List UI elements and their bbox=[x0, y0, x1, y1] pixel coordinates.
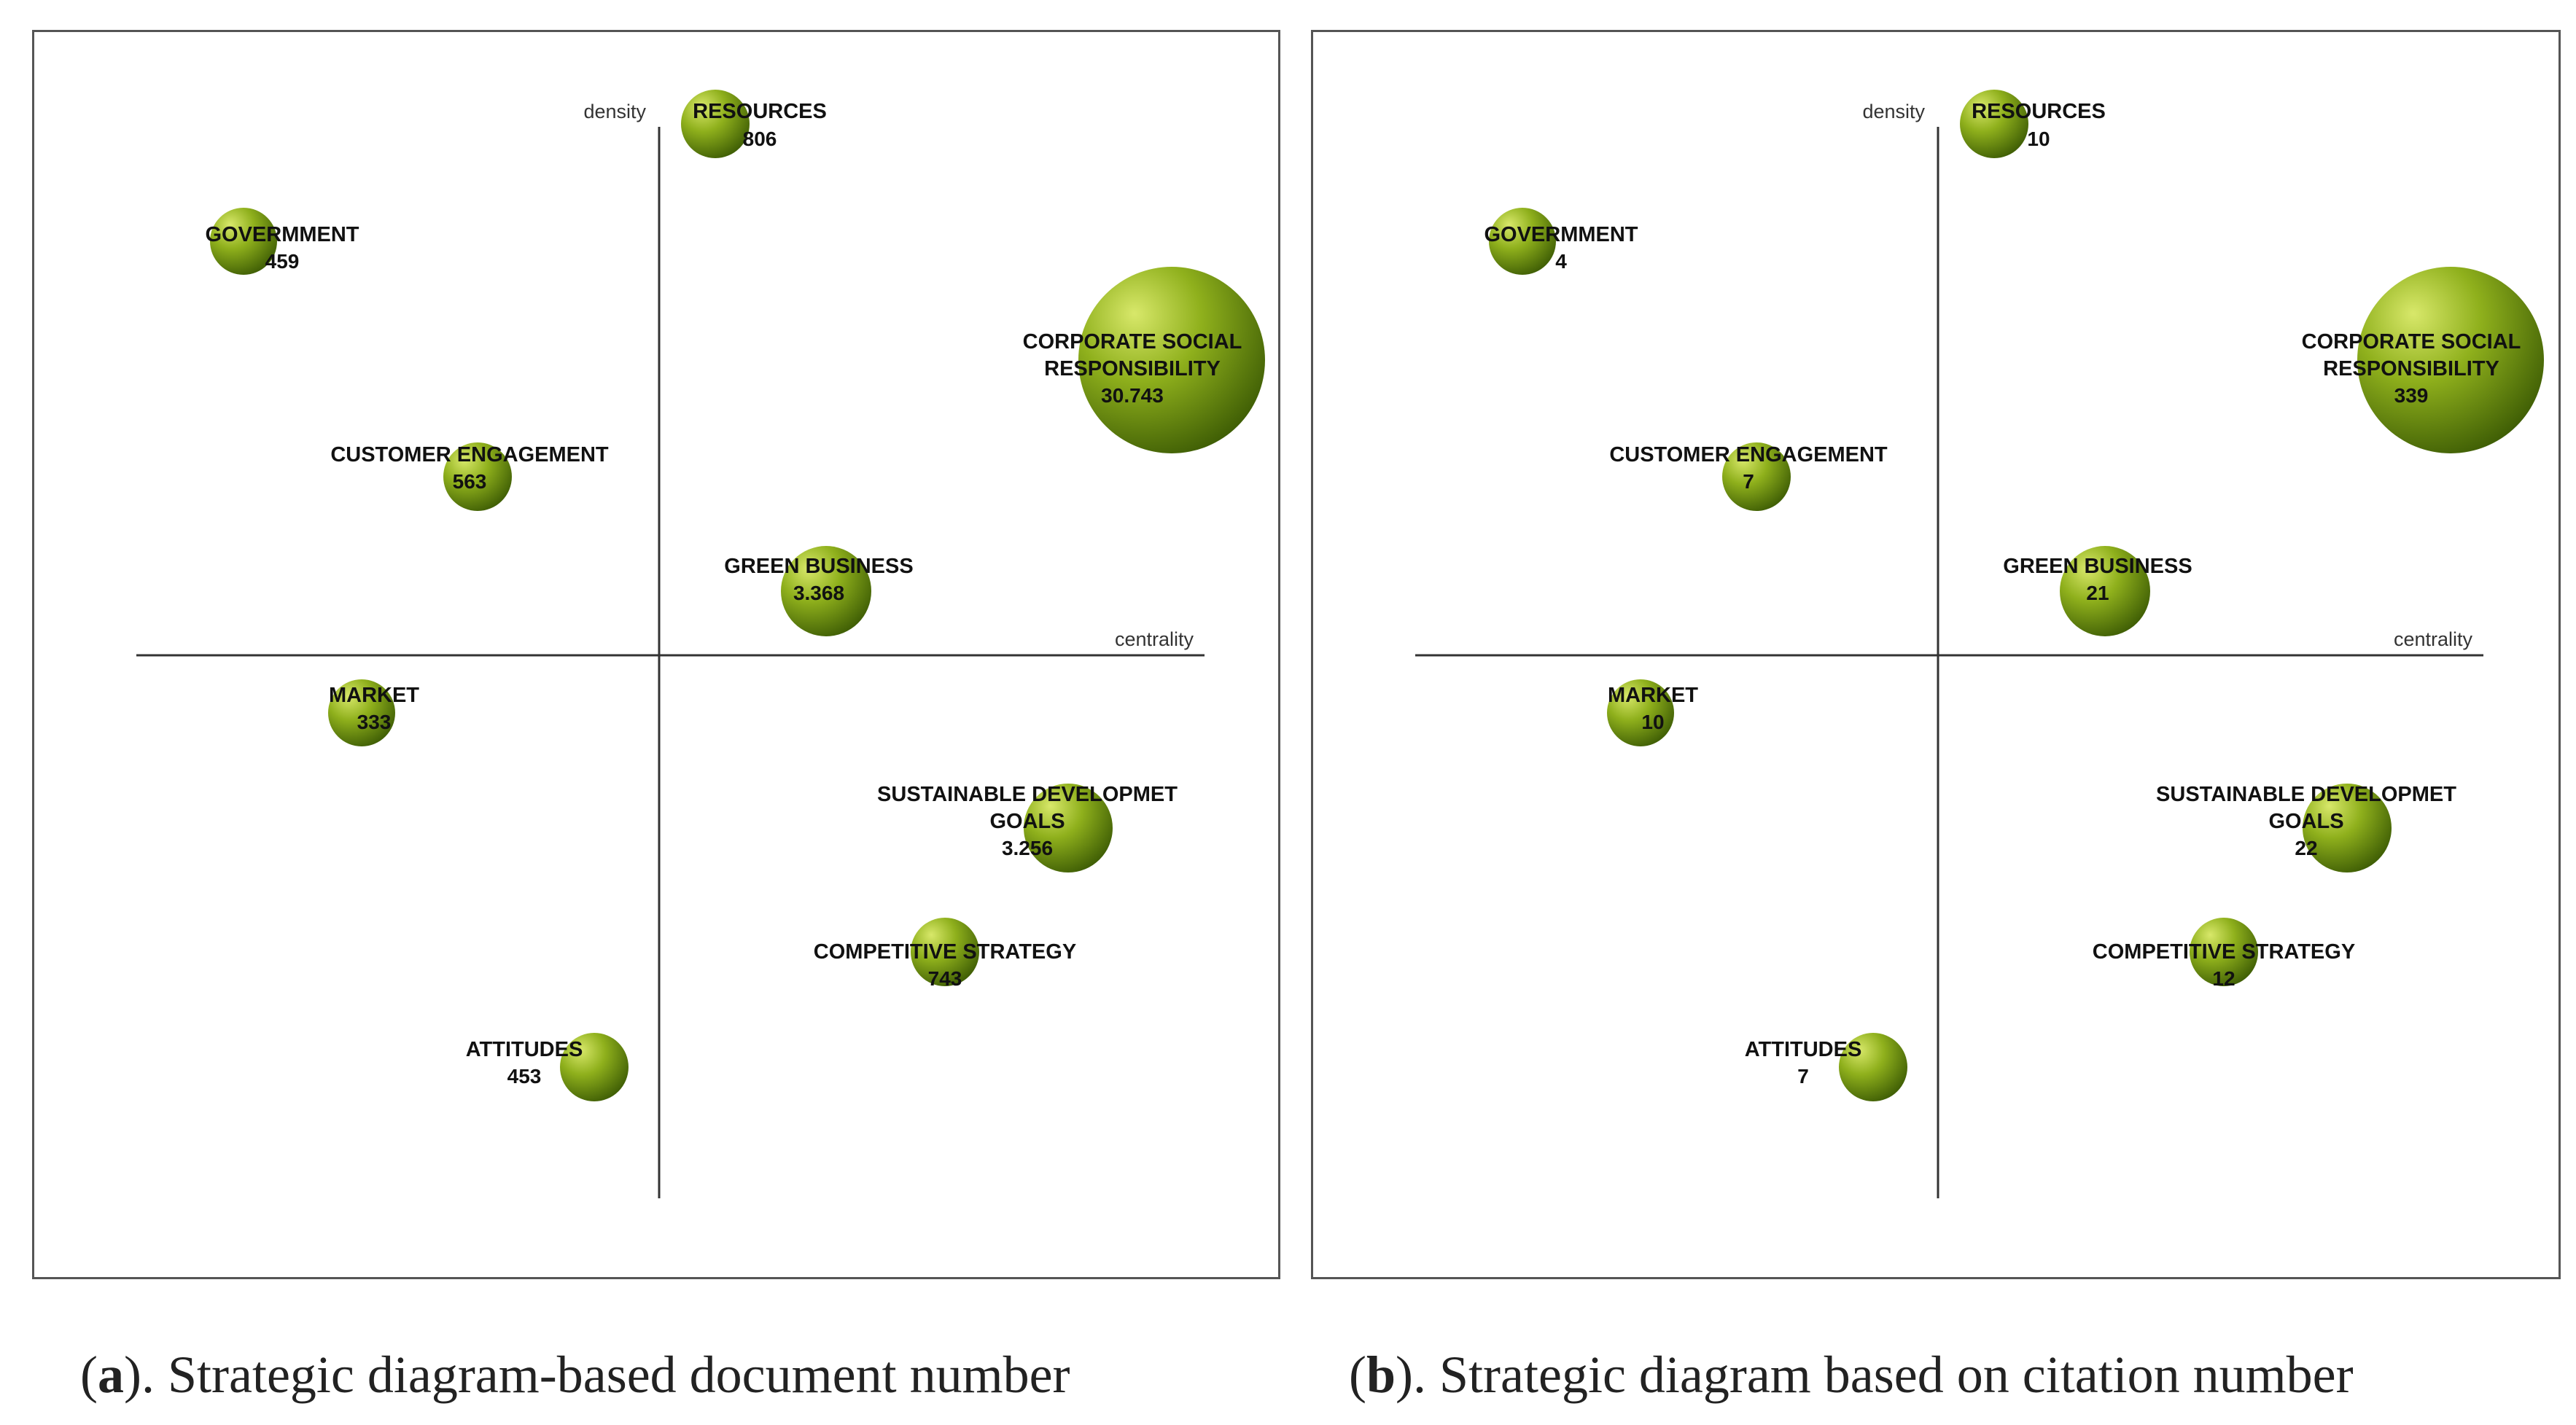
caption-a-text: ). Strategic diagram-based document numb… bbox=[123, 1346, 1070, 1404]
theme-bubble-government bbox=[210, 208, 277, 275]
theme-label-customer-engagement: CUSTOMER ENGAGEMENT bbox=[330, 443, 609, 466]
y-axis-label: density bbox=[583, 101, 646, 122]
theme-csr: CORPORATE SOCIAL RESPONSIBILITY 339 bbox=[2302, 267, 2544, 453]
caption-a-letter: a bbox=[97, 1346, 124, 1404]
theme-value-customer-engagement: 563 bbox=[453, 470, 487, 493]
theme-value-green-business: 3.368 bbox=[793, 582, 844, 604]
theme-label-customer-engagement: CUSTOMER ENGAGEMENT bbox=[1609, 443, 1888, 466]
theme-bubble-resources bbox=[1960, 90, 2028, 158]
theme-value-resources: 10 bbox=[2027, 128, 2050, 150]
y-axis-label: density bbox=[1862, 101, 1925, 122]
theme-bubble-competitive-strategy bbox=[911, 918, 979, 986]
theme-label-sdg: GOALS bbox=[989, 810, 1065, 833]
theme-government: GOVERMMENT 459 bbox=[205, 208, 359, 275]
theme-value-csr: 339 bbox=[2394, 384, 2429, 407]
theme-value-csr: 30.743 bbox=[1101, 384, 1164, 407]
theme-value-customer-engagement: 7 bbox=[1743, 470, 1754, 493]
theme-bubble-competitive-strategy bbox=[2190, 918, 2258, 986]
theme-value-government: 4 bbox=[1555, 250, 1567, 273]
theme-competitive-strategy: COMPETITIVE STRATEGY 743 bbox=[814, 918, 1076, 990]
theme-bubble-market bbox=[1607, 679, 1674, 746]
theme-bubble-market bbox=[328, 679, 395, 746]
theme-value-attitudes: 7 bbox=[1797, 1065, 1809, 1088]
x-axis-label: centrality bbox=[1115, 628, 1194, 650]
theme-bubble-attitudes bbox=[560, 1033, 629, 1101]
theme-bubble-attitudes bbox=[1839, 1033, 1907, 1101]
theme-value-competitive-strategy: 743 bbox=[928, 967, 962, 990]
theme-value-government: 459 bbox=[265, 250, 300, 273]
theme-label-csr: RESPONSIBILITY bbox=[2323, 357, 2499, 380]
theme-bubble-sdg bbox=[2303, 784, 2392, 872]
theme-value-sdg: 3.256 bbox=[1002, 837, 1053, 859]
theme-bubble-green-business bbox=[2060, 546, 2150, 636]
theme-value-attitudes: 453 bbox=[507, 1065, 542, 1088]
theme-resources: RESOURCES 806 bbox=[681, 90, 827, 158]
theme-label-market: MARKET bbox=[1608, 684, 1698, 707]
theme-label-government: GOVERMMENT bbox=[205, 223, 359, 246]
theme-csr: CORPORATE SOCIAL RESPONSIBILITY 30.743 bbox=[1023, 267, 1265, 453]
theme-sdg: SUSTAINABLE DEVELOPMET GOALS 22 bbox=[2156, 783, 2456, 872]
theme-bubble-green-business bbox=[781, 546, 871, 636]
theme-label-government: GOVERMMENT bbox=[1484, 223, 1638, 246]
theme-value-resources: 806 bbox=[743, 128, 777, 150]
caption-b: (b). Strategic diagram based on citation… bbox=[1349, 1346, 2354, 1404]
theme-value-green-business: 21 bbox=[2086, 582, 2109, 604]
theme-value-sdg: 22 bbox=[2295, 837, 2317, 859]
theme-value-market: 333 bbox=[357, 711, 392, 733]
theme-sdg: SUSTAINABLE DEVELOPMET GOALS 3.256 bbox=[877, 783, 1178, 872]
theme-label-resources: RESOURCES bbox=[1972, 100, 2106, 123]
caption-b-letter: b bbox=[1366, 1346, 1396, 1404]
theme-resources: RESOURCES 10 bbox=[1960, 90, 2106, 158]
x-axis-label: centrality bbox=[2394, 628, 2473, 650]
theme-bubble-customer-engagement bbox=[443, 442, 512, 511]
theme-bubble-resources bbox=[681, 90, 750, 158]
theme-customer-engagement: CUSTOMER ENGAGEMENT 563 bbox=[330, 442, 609, 511]
theme-green-business: GREEN BUSINESS 21 bbox=[2003, 546, 2192, 636]
caption-b-text: ). Strategic diagram based on citation n… bbox=[1396, 1346, 2354, 1404]
theme-label-green-business: GREEN BUSINESS bbox=[2003, 555, 2192, 578]
caption-a: (a). Strategic diagram-based document nu… bbox=[80, 1346, 1070, 1404]
theme-bubble-csr bbox=[1078, 267, 1265, 453]
theme-label-competitive-strategy: COMPETITIVE STRATEGY bbox=[2093, 940, 2355, 964]
theme-label-sdg: GOALS bbox=[2268, 810, 2343, 833]
theme-label-resources: RESOURCES bbox=[693, 100, 827, 123]
theme-bubble-sdg bbox=[1024, 784, 1113, 872]
theme-attitudes: ATTITUDES 7 bbox=[1745, 1033, 1907, 1101]
theme-label-market: MARKET bbox=[329, 684, 419, 707]
theme-label-attitudes: ATTITUDES bbox=[466, 1038, 583, 1061]
theme-label-green-business: GREEN BUSINESS bbox=[724, 555, 913, 578]
theme-green-business: GREEN BUSINESS 3.368 bbox=[724, 546, 914, 636]
theme-bubble-csr bbox=[2357, 267, 2544, 453]
theme-label-sdg: SUSTAINABLE DEVELOPMET bbox=[877, 783, 1178, 806]
theme-value-competitive-strategy: 12 bbox=[2212, 967, 2235, 990]
theme-label-csr: CORPORATE SOCIAL bbox=[2302, 330, 2521, 354]
theme-label-competitive-strategy: COMPETITIVE STRATEGY bbox=[814, 940, 1076, 964]
diagram-svg-b: densitycentralityRESOURCES10GOVERMMENT4C… bbox=[1415, 90, 2544, 1198]
theme-label-csr: RESPONSIBILITY bbox=[1044, 357, 1221, 380]
theme-market: MARKET 10 bbox=[1607, 679, 1698, 746]
theme-label-attitudes: ATTITUDES bbox=[1745, 1038, 1862, 1061]
theme-value-market: 10 bbox=[1641, 711, 1664, 733]
theme-bubble-customer-engagement bbox=[1722, 442, 1791, 511]
theme-market: MARKET 333 bbox=[328, 679, 419, 746]
theme-customer-engagement: CUSTOMER ENGAGEMENT 7 bbox=[1609, 442, 1888, 511]
theme-bubble-government bbox=[1489, 208, 1556, 275]
theme-label-sdg: SUSTAINABLE DEVELOPMET bbox=[2156, 783, 2456, 806]
theme-attitudes: ATTITUDES 453 bbox=[466, 1033, 629, 1101]
theme-competitive-strategy: COMPETITIVE STRATEGY 12 bbox=[2093, 918, 2355, 990]
theme-government: GOVERMMENT 4 bbox=[1484, 208, 1638, 275]
theme-label-csr: CORPORATE SOCIAL bbox=[1023, 330, 1242, 354]
